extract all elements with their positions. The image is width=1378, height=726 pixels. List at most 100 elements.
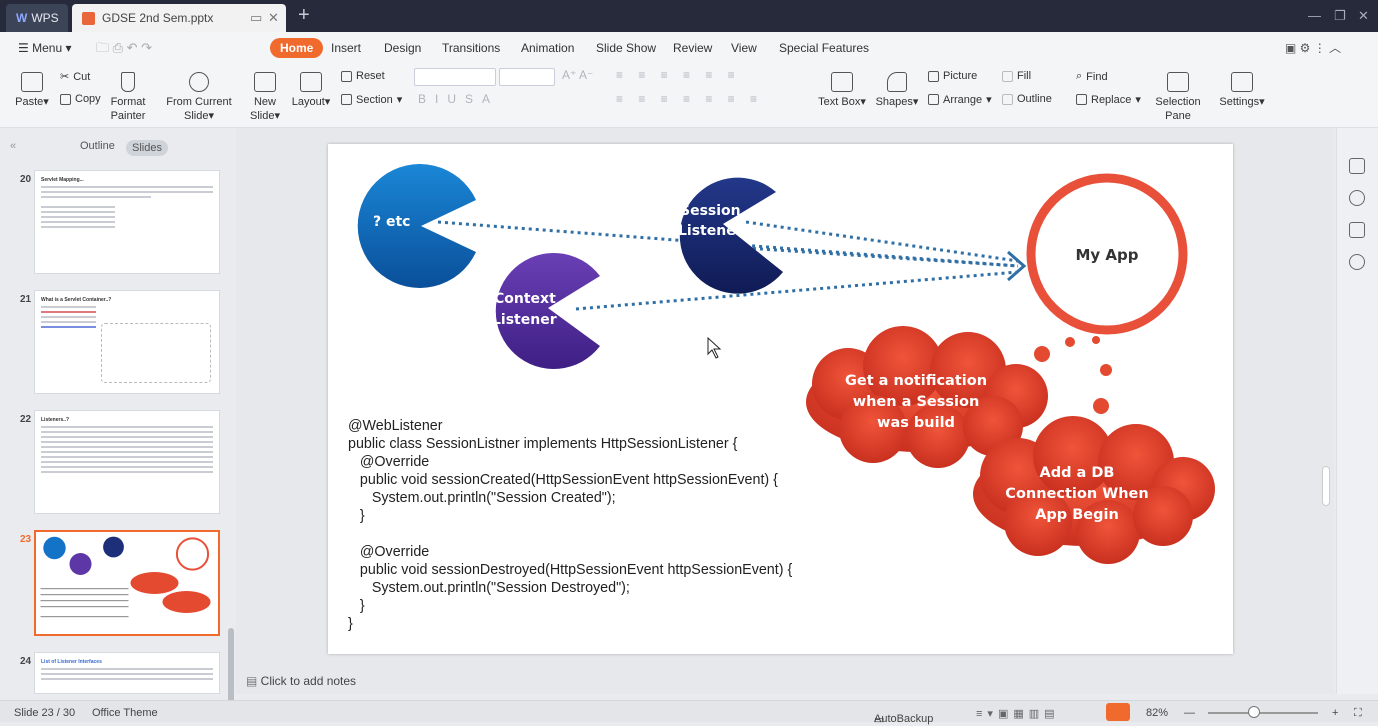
collapse-panel-icon[interactable]: «	[10, 140, 17, 152]
notes-placeholder: Click to add notes	[260, 674, 357, 688]
shapes-icon	[887, 72, 907, 92]
shapes-label: Shapes	[875, 96, 913, 108]
mouse-cursor-icon	[707, 336, 722, 359]
layout-icon	[300, 72, 322, 92]
slide-design-icon[interactable]	[1349, 158, 1365, 174]
text-box-button[interactable]: Text Box▾	[816, 72, 868, 109]
panel-scrollbar[interactable]	[228, 628, 234, 708]
copy-button[interactable]: Copy	[60, 93, 101, 105]
tab-view[interactable]: View	[731, 41, 757, 55]
tab-transitions[interactable]: Transitions	[442, 41, 501, 55]
fit-window-icon[interactable]: ⛶	[1354, 707, 1362, 719]
tab-design[interactable]: Design	[384, 41, 422, 55]
zoom-level[interactable]: 82%	[1146, 707, 1169, 719]
my-app-label: My App	[1075, 246, 1138, 264]
zoom-out-icon[interactable]: —	[1184, 707, 1195, 719]
outline-icon	[1002, 93, 1013, 105]
thumbnail-preview	[40, 536, 211, 618]
close-tab-icon[interactable]: ✕	[268, 10, 279, 25]
fill-button[interactable]: Fill	[1002, 70, 1031, 82]
tab-special-features[interactable]: Special Features	[779, 41, 870, 55]
tab-slides[interactable]: Slides	[126, 140, 168, 156]
current-slide[interactable]: ? etc Session Listener Context Listener …	[328, 144, 1233, 654]
format-painter-button[interactable]: Format Painter	[106, 72, 150, 123]
restore-icon[interactable]: ❐	[1334, 8, 1346, 23]
zoom-slider-handle[interactable]	[1248, 706, 1260, 718]
replace-button[interactable]: Replace▾	[1076, 93, 1141, 106]
tab-slide-show[interactable]: Slide Show	[596, 41, 657, 55]
new-tab-icon[interactable]: +	[298, 4, 310, 26]
wps-home-tab[interactable]: W WPS	[6, 4, 68, 32]
zoom-slider[interactable]	[1208, 712, 1318, 714]
pin-icon[interactable]: ▭	[250, 10, 263, 25]
pacman-session-listener	[679, 177, 783, 294]
picture-button[interactable]: Picture	[928, 70, 977, 82]
status-bar: Slide 23 / 30 Office Theme ▭ AutoBackup …	[0, 700, 1378, 726]
top-right-icons[interactable]: ▣ ⚙ ⋮ ︿	[1285, 41, 1342, 55]
pacman-etc	[357, 164, 476, 288]
font-grow-shrink-icons[interactable]: A⁺ A⁻	[562, 68, 594, 82]
reset-button[interactable]: Reset	[341, 70, 385, 82]
slide-thumbnail-21[interactable]: What is a Servlet Container..?	[34, 290, 220, 394]
outline-label: Outline	[1017, 93, 1052, 105]
selection-pane-button[interactable]: Selection Pane	[1152, 72, 1204, 123]
minimize-icon[interactable]: —	[1308, 8, 1321, 23]
pac-context-label-1: Context	[494, 291, 556, 307]
title-bar: W WPS GDSE 2nd Sem.pptx ▭ ✕ + — ❐ ✕	[0, 0, 1378, 32]
slide-thumbnail-23-selected[interactable]	[34, 530, 220, 636]
zoom-in-icon[interactable]: +	[1332, 707, 1339, 719]
text-format-icons[interactable]: BIUSA	[418, 92, 500, 106]
from-current-slide-button[interactable]: From Current Slide▾	[163, 72, 235, 123]
from-current-label-1: From Current	[166, 96, 232, 108]
tab-insert[interactable]: Insert	[331, 41, 362, 55]
properties-icon[interactable]	[1349, 222, 1365, 238]
tab-home[interactable]: Home	[270, 38, 324, 58]
code-line: System.out.println("Session Destroyed");	[348, 580, 630, 596]
slide-thumbnail-24[interactable]: List of Listener Interfaces	[34, 652, 220, 694]
document-tab[interactable]: GDSE 2nd Sem.pptx ▭ ✕	[72, 4, 286, 32]
play-circle-icon	[189, 72, 209, 92]
settings-button[interactable]: Settings▾	[1216, 72, 1268, 109]
new-slide-button[interactable]: New Slide▾	[248, 72, 282, 123]
cut-button[interactable]: ✂Cut	[60, 70, 90, 84]
quick-access-toolbar[interactable]: 🗀 ⎙ ↶ ↷	[96, 40, 153, 55]
arrange-button[interactable]: Arrange▾	[928, 93, 992, 106]
slide-thumbnail-20[interactable]: Servlet Mapping...	[34, 170, 220, 274]
clipboard-icon	[21, 72, 43, 92]
wps-logo-icon: W	[16, 11, 28, 25]
view-mode-icons[interactable]: ≡▾▣▦▥▤	[976, 708, 1060, 720]
section-button[interactable]: Section▾	[341, 93, 402, 106]
pac-context-label-2: Listener	[492, 312, 557, 328]
find-label: Find	[1086, 70, 1108, 83]
notes-area[interactable]: ▤ Click to add notes	[246, 674, 356, 688]
tab-review[interactable]: Review	[673, 41, 713, 55]
font-family-select[interactable]	[414, 68, 496, 86]
canvas-scrollbar[interactable]	[1322, 466, 1330, 506]
tab-animation[interactable]: Animation	[521, 41, 575, 55]
paragraph-align-icons[interactable]: ≡ ≡ ≡ ≡ ≡ ≡ ≡	[616, 92, 764, 106]
ribbon: ☰ Menu ▾ 🗀 ⎙ ↶ ↷ Home Insert Design Tran…	[0, 32, 1378, 128]
play-slideshow-button[interactable]	[1106, 703, 1130, 721]
close-window-icon[interactable]: ✕	[1358, 8, 1369, 23]
find-button[interactable]: ⌕Find	[1076, 70, 1108, 83]
cloud-notification	[806, 326, 1048, 468]
layout-button[interactable]: Layout▾	[290, 72, 332, 109]
outline-button[interactable]: Outline	[1002, 93, 1052, 105]
thumb-number: 21	[20, 294, 32, 305]
cloud1-line2: when a Session	[853, 394, 980, 410]
slide-thumbnail-22[interactable]: Listeners..?	[34, 410, 220, 514]
new-slide-icon	[254, 72, 276, 92]
selection-pane-label-2: Pane	[1165, 110, 1191, 122]
code-line: }	[348, 616, 353, 632]
paste-button[interactable]: Paste▾	[14, 72, 50, 109]
tab-outline[interactable]: Outline	[80, 140, 115, 152]
font-size-select[interactable]	[499, 68, 555, 86]
paragraph-list-icons[interactable]: ≡ ≡ ≡ ≡ ≡ ≡	[616, 68, 741, 82]
history-icon[interactable]	[1349, 254, 1365, 270]
main-menu-button[interactable]: ☰ Menu ▾	[18, 41, 72, 55]
shape-style-icon[interactable]	[1349, 190, 1365, 206]
thumb-number: 22	[20, 414, 32, 425]
theme-name: Office Theme	[92, 707, 158, 719]
shapes-button[interactable]: Shapes▾	[874, 72, 920, 109]
presentation-file-icon	[82, 11, 95, 25]
